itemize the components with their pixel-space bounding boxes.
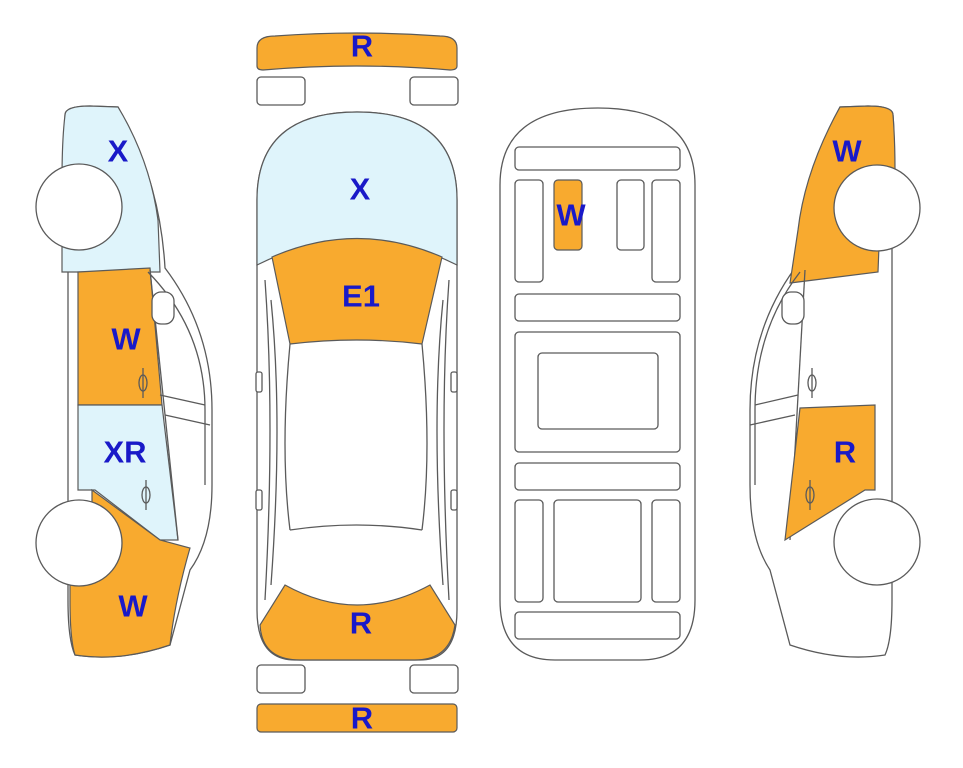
top-windshield-code: E1 (342, 279, 380, 314)
top-view: R X E1 R R (255, 29, 459, 736)
left-front-code: X (108, 134, 129, 169)
interior-seat-code: W (556, 198, 586, 233)
left-front-door-handle-icon (138, 368, 148, 398)
top-rear-bumper-panel[interactable] (256, 703, 458, 733)
top-trunk-code: R (350, 606, 372, 641)
right-door-panel[interactable] (784, 404, 876, 542)
top-front-bumper-code: R (351, 29, 373, 64)
left-mirror (151, 291, 175, 325)
interior-view: W (499, 107, 696, 661)
left-side-view: X W XR W (35, 105, 213, 658)
left-front-wheel (35, 163, 123, 251)
top-trunk-panel[interactable] (259, 584, 456, 661)
top-rear-bumper-code: R (351, 701, 373, 736)
top-front-right-light (409, 76, 459, 106)
right-front-door-handle-icon (807, 368, 817, 398)
right-front-wheel (833, 164, 921, 252)
left-rear-wheel (35, 499, 123, 587)
top-rear-right-light (409, 664, 459, 694)
top-hood-code: X (350, 172, 371, 207)
right-rear-door-handle-icon (805, 480, 815, 510)
right-rear-wheel (833, 498, 921, 586)
top-rear-left-light (256, 664, 306, 694)
interior-seat-panel[interactable] (553, 179, 583, 251)
right-mirror (781, 291, 805, 325)
left-front-door-code: W (111, 322, 141, 357)
top-windshield-panel[interactable] (271, 237, 443, 345)
top-front-bumper-panel[interactable] (256, 32, 458, 71)
right-front-code: W (832, 134, 862, 169)
right-side-view: W R (749, 105, 921, 658)
interior-outline (499, 107, 696, 661)
left-rear-door-handle-icon (141, 480, 151, 510)
left-rear-code: W (118, 589, 148, 624)
right-door-code: R (834, 435, 856, 470)
left-rear-door-code: XR (103, 435, 146, 470)
top-front-left-light (256, 76, 306, 106)
